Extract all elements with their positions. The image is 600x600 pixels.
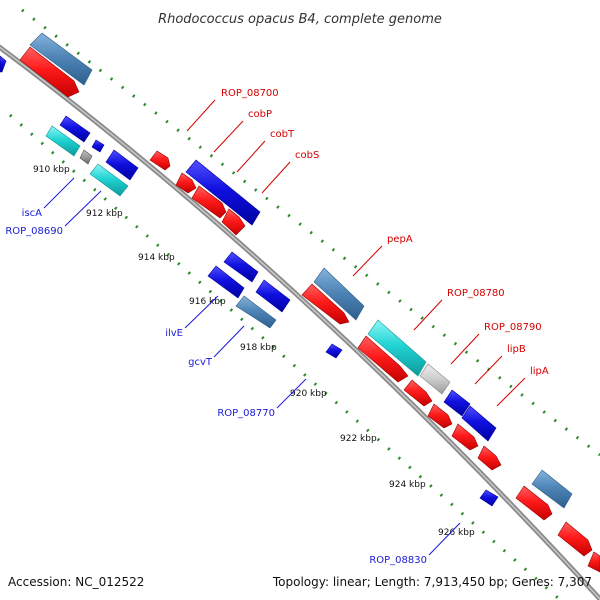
tick-label: 918 kbp: [240, 343, 277, 353]
label-leader-line: [496, 377, 526, 407]
label-leader-line: [213, 120, 244, 153]
gene-label[interactable]: ROP_08700: [221, 88, 279, 99]
sequence-backbone: [0, 44, 600, 600]
inner-tick-guide: [9, 113, 559, 600]
gene-label[interactable]: ROP_08690: [5, 226, 63, 237]
gene-label[interactable]: lipA: [530, 366, 549, 377]
gene-track[interactable]: [0, 32, 600, 573]
gene-feature[interactable]: [79, 149, 93, 165]
label-leader-line: [43, 177, 75, 209]
tick-guide-lines: [9, 8, 600, 600]
gene-feature[interactable]: [419, 363, 451, 395]
gene-feature[interactable]: [451, 423, 479, 451]
gene-track-lower[interactable]: [45, 115, 499, 507]
label-leader-line: [213, 325, 245, 358]
gene-label[interactable]: ROP_08790: [484, 322, 542, 333]
gene-label[interactable]: ROP_08770: [217, 408, 275, 419]
gene-feature[interactable]: [557, 521, 593, 557]
gene-label[interactable]: lipB: [507, 344, 526, 355]
gene-feature[interactable]: [207, 265, 245, 299]
sequence-backbone-highlight: [0, 46, 600, 600]
label-leader-line: [261, 161, 291, 194]
gene-feature[interactable]: [91, 139, 105, 153]
gene-feature[interactable]: [185, 159, 261, 226]
gene-feature[interactable]: [403, 379, 433, 407]
gene-feature[interactable]: [223, 251, 259, 283]
genome-title: Rhodococcus opacus B4, complete genome: [158, 12, 442, 27]
gene-label[interactable]: ROP_08830: [369, 555, 427, 566]
tick-label: 910 kbp: [33, 165, 70, 175]
gene-feature[interactable]: [367, 319, 427, 377]
gene-feature[interactable]: [313, 267, 365, 321]
gene-feature[interactable]: [443, 389, 471, 417]
label-leader-line: [64, 190, 102, 227]
gene-label[interactable]: ROP_08780: [447, 288, 505, 299]
label-leader-line: [276, 378, 307, 409]
gene-feature[interactable]: [477, 445, 502, 471]
gene-feature[interactable]: [357, 335, 409, 383]
gene-feature[interactable]: [191, 185, 227, 219]
gene-feature[interactable]: [89, 163, 129, 197]
label-leader-line: [186, 99, 216, 132]
gene-label[interactable]: cobP: [248, 109, 272, 120]
tick-label: 920 kbp: [290, 389, 327, 399]
gene-feature[interactable]: [479, 489, 499, 507]
gene-feature[interactable]: [0, 55, 7, 73]
label-leader-line: [474, 355, 503, 385]
gene-feature[interactable]: [427, 403, 453, 429]
label-leader-line: [352, 245, 383, 277]
gene-feature[interactable]: [19, 46, 80, 98]
gene-feature[interactable]: [105, 149, 139, 181]
gene-label[interactable]: pepA: [387, 234, 413, 245]
gene-feature[interactable]: [149, 150, 171, 171]
tick-label: 924 kbp: [389, 480, 426, 490]
gene-feature[interactable]: [29, 32, 93, 86]
tick-label: 916 kbp: [189, 297, 226, 307]
accession-text: Accession: NC_012522: [8, 575, 144, 589]
label-leader-line: [428, 522, 461, 556]
tick-label: 912 kbp: [86, 209, 123, 219]
gene-label[interactable]: iscA: [22, 208, 42, 219]
label-leader-line: [184, 295, 219, 329]
gene-feature[interactable]: [59, 115, 91, 143]
tick-label: 926 kbp: [438, 528, 475, 538]
outer-tick-guide: [21, 8, 600, 457]
gene-labels: ROP_08700cobPcobTcobSpepAROP_08780ROP_08…: [5, 88, 549, 566]
label-leader-line: [236, 140, 266, 173]
genome-summary-text: Topology: linear; Length: 7,913,450 bp; …: [272, 575, 592, 589]
gene-label[interactable]: ilvE: [165, 328, 183, 339]
gene-feature[interactable]: [325, 343, 343, 359]
scale-tick-labels: 910 kbp 912 kbp 914 kbp 916 kbp 918 kbp 920 k…: [33, 165, 475, 538]
gene-feature[interactable]: [255, 279, 291, 313]
gene-feature[interactable]: [531, 469, 573, 509]
gene-feature[interactable]: [175, 172, 197, 194]
tick-label: 922 kbp: [340, 434, 377, 444]
gene-feature[interactable]: [235, 295, 277, 329]
gene-feature[interactable]: [221, 208, 246, 236]
gene-label[interactable]: cobT: [270, 129, 295, 140]
gene-label[interactable]: cobS: [295, 150, 319, 161]
label-leader-line: [450, 333, 480, 365]
label-leader-line: [413, 299, 443, 331]
gene-feature[interactable]: [45, 125, 81, 157]
gene-feature[interactable]: [301, 283, 350, 325]
gene-feature[interactable]: [587, 551, 600, 573]
gene-feature[interactable]: [461, 405, 497, 442]
tick-label: 914 kbp: [138, 253, 175, 263]
gene-label[interactable]: gcvT: [188, 357, 213, 368]
gene-feature[interactable]: [515, 485, 553, 521]
